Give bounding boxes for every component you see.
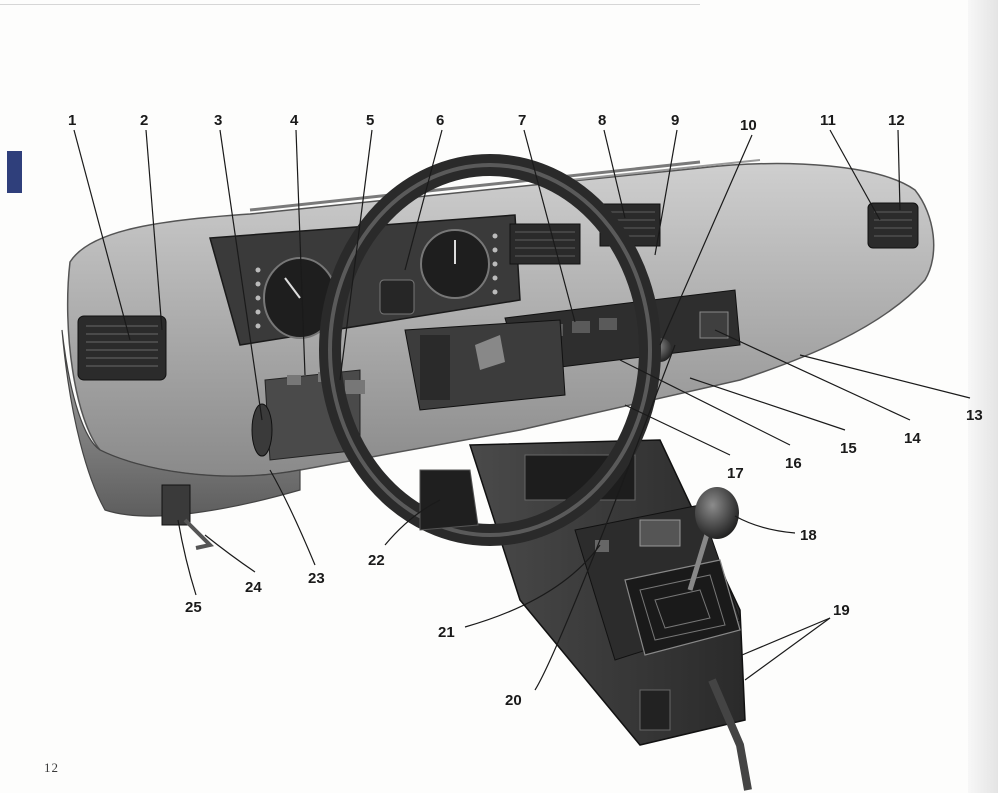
callout-11: 11 — [820, 112, 836, 129]
callout-15: 15 — [840, 440, 857, 457]
callout-16: 16 — [785, 455, 802, 472]
callout-3: 3 — [214, 112, 222, 129]
section-tab-marker — [7, 151, 22, 193]
callout-17: 17 — [727, 465, 744, 482]
left-air-vent — [77, 315, 167, 381]
callout-7: 7 — [518, 112, 526, 129]
callout-12: 12 — [888, 112, 905, 129]
callout-5: 5 — [366, 112, 374, 129]
gear-boot — [624, 559, 741, 656]
callout-13: 13 — [966, 407, 983, 424]
steering-wheel — [319, 154, 661, 546]
instrument-cluster — [209, 214, 521, 346]
gear-knob — [695, 487, 739, 539]
callout-10: 10 — [740, 117, 757, 134]
callout-24: 24 — [245, 579, 262, 596]
callout-labels: 1 2 3 4 5 6 7 8 9 10 11 12 13 14 15 16 1… — [68, 112, 983, 709]
callout-18: 18 — [800, 527, 817, 544]
callout-6: 6 — [436, 112, 444, 129]
pedal-box — [419, 469, 479, 531]
callout-25: 25 — [185, 599, 202, 616]
callout-9: 9 — [671, 112, 679, 129]
callout-leaders — [73, 129, 971, 691]
callout-20: 20 — [505, 692, 522, 709]
callout-4: 4 — [290, 112, 299, 129]
callout-8: 8 — [598, 112, 606, 129]
page-number: 12 — [44, 760, 59, 775]
right-air-vent — [867, 202, 919, 249]
top-rule — [0, 4, 700, 5]
callout-21: 21 — [438, 624, 455, 641]
callout-23: 23 — [308, 570, 325, 587]
callout-14: 14 — [904, 430, 921, 447]
callout-19: 19 — [833, 602, 850, 619]
centre-console — [468, 439, 752, 791]
callout-2: 2 — [140, 112, 148, 129]
wheel-emblem — [475, 335, 505, 370]
callout-1: 1 — [68, 112, 76, 129]
callout-22: 22 — [368, 552, 385, 569]
page-gutter — [968, 0, 998, 793]
